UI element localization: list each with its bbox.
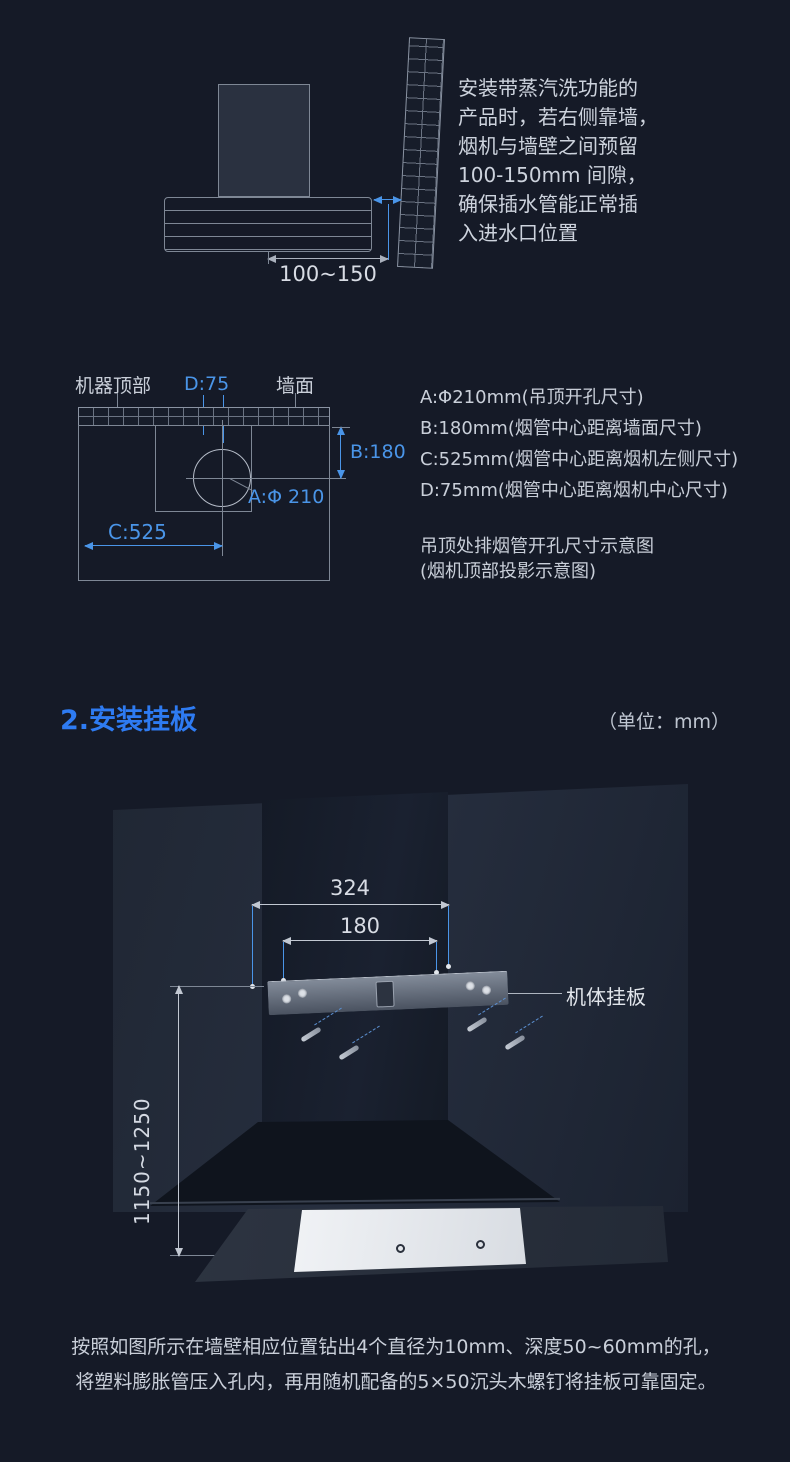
plate-hole bbox=[281, 994, 292, 1004]
height-extension-bottom bbox=[170, 1255, 220, 1256]
gap-extension-line bbox=[388, 204, 389, 260]
dim-b-label: B:180 bbox=[350, 441, 406, 463]
burner-icon bbox=[476, 1240, 485, 1249]
anchor-drop-line bbox=[436, 942, 437, 972]
caption-line: (烟机顶部投影示意图) bbox=[420, 561, 597, 582]
height-dimension-label: 1150~1250 bbox=[130, 1097, 154, 1225]
duct-crosshair-h bbox=[186, 478, 346, 479]
plate-center-tab bbox=[375, 980, 395, 1008]
hood-body-outline bbox=[164, 197, 372, 252]
plate-label: 机体挂板 bbox=[566, 985, 646, 1009]
dim-180-label: 180 bbox=[339, 914, 381, 938]
plate-hole bbox=[481, 985, 492, 995]
hood-chimney-silhouette bbox=[262, 792, 448, 1130]
note-line: 产品时，若右侧靠墙， bbox=[458, 105, 658, 129]
spec-list: A:Φ210mm(吊顶开孔尺寸) B:180mm(烟管中心距离墙面尺寸) C:5… bbox=[420, 382, 738, 506]
dim-d-label: D:75 bbox=[184, 373, 230, 395]
dim-a-label: A:Φ 210 bbox=[248, 486, 325, 508]
height-extension-top bbox=[170, 986, 264, 987]
spec-line: D:75mm(烟管中心距离烟机中心尺寸) bbox=[420, 480, 728, 501]
machine-top-label: 机器顶部 bbox=[75, 375, 152, 397]
mounting-diagram: 324 180 机体挂板 bbox=[0, 760, 790, 1305]
dim-324-label: 324 bbox=[329, 876, 371, 900]
dim-324-line bbox=[251, 900, 450, 909]
ceiling-cutout-section: 机器顶部 D:75 墙面 B:180 A:Φ 210 C:525 A:Φ210m… bbox=[0, 350, 790, 610]
burner-icon bbox=[396, 1244, 405, 1253]
duct-crosshair-v bbox=[222, 420, 223, 556]
spec-line: B:180mm(烟管中心距离墙面尺寸) bbox=[420, 418, 702, 439]
gap-dimension-label: 100~150 bbox=[279, 262, 377, 286]
note-line: 烟机与墙壁之间预留 bbox=[458, 134, 638, 158]
plate-label-leader bbox=[508, 993, 562, 994]
caption-line: 吊顶处排烟管开孔尺寸示意图 bbox=[420, 536, 654, 557]
dim-c-line bbox=[84, 541, 223, 550]
spec-line: A:Φ210mm(吊顶开孔尺寸) bbox=[420, 387, 644, 408]
duct-zone-outline bbox=[155, 425, 252, 512]
dim-180-line bbox=[282, 936, 438, 945]
dim-b-extension bbox=[332, 427, 350, 428]
spec-line: C:525mm(烟管中心距离烟机左侧尺寸) bbox=[420, 449, 739, 470]
gap-arrow bbox=[373, 195, 402, 204]
anchor-drop-line bbox=[448, 906, 449, 966]
dim-c-label: C:525 bbox=[108, 520, 167, 544]
wall-face-label: 墙面 bbox=[276, 375, 315, 397]
anchor-point bbox=[446, 964, 451, 969]
install-instructions: 按照如图所示在墙壁相应位置钻出4个直径为10mm、深度50~60mm的孔， 将塑… bbox=[50, 1330, 742, 1400]
height-dimension-line bbox=[174, 985, 183, 1257]
ceiling-brick-band bbox=[78, 407, 330, 426]
gap-dimension-line bbox=[267, 254, 389, 263]
anchor-drop-line bbox=[283, 942, 284, 980]
anchor-drop-line bbox=[252, 906, 253, 986]
machine-top-leader bbox=[117, 393, 118, 407]
dim-b-line bbox=[336, 426, 345, 479]
clearance-section: 100~150 安装带蒸汽洗功能的 产品时，若右侧靠墙， 烟机与墙壁之间预留 1… bbox=[0, 0, 790, 330]
wall-face-leader bbox=[295, 393, 296, 407]
instruction-line: 将塑料膨胀管压入孔内，再用随机配备的5×50沉头木螺钉将挂板可靠固定。 bbox=[75, 1371, 717, 1393]
note-line: 确保插水管能正常插 bbox=[458, 192, 638, 216]
plate-hole bbox=[297, 988, 308, 998]
cooktop-panel bbox=[294, 1208, 526, 1272]
diagram-caption: 吊顶处排烟管开孔尺寸示意图 (烟机顶部投影示意图) bbox=[420, 534, 654, 584]
note-line: 入进水口位置 bbox=[458, 221, 578, 245]
gap-extension-left bbox=[268, 252, 269, 264]
note-line: 100-150mm 间隙， bbox=[458, 163, 647, 187]
clearance-note: 安装带蒸汽洗功能的 产品时，若右侧靠墙， 烟机与墙壁之间预留 100-150mm… bbox=[458, 74, 658, 248]
section-heading: 2.安装挂板 bbox=[60, 705, 198, 736]
note-line: 安装带蒸汽洗功能的 bbox=[458, 76, 638, 100]
plate-hole bbox=[465, 981, 475, 991]
hood-chimney-outline bbox=[218, 84, 310, 197]
unit-label: （单位：mm） bbox=[598, 711, 731, 733]
wall-brick-strip bbox=[397, 37, 445, 269]
anchor-point bbox=[434, 970, 439, 975]
instruction-line: 按照如图所示在墙壁相应位置钻出4个直径为10mm、深度50~60mm的孔， bbox=[71, 1336, 721, 1358]
